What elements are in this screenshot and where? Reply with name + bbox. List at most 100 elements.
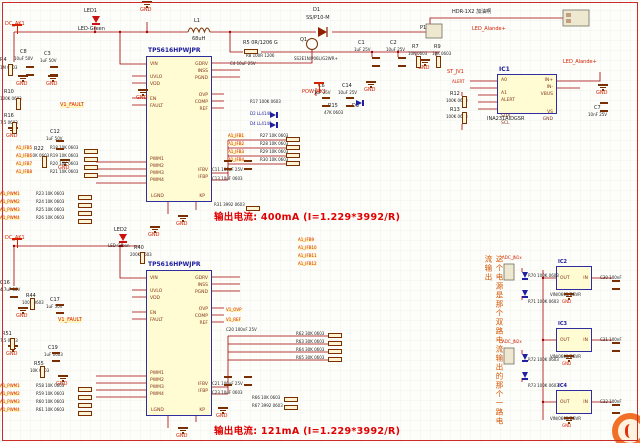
schematic-label: R12 xyxy=(450,91,460,97)
schematic-label: 10uF 25V xyxy=(338,90,358,95)
pin-label: PGND xyxy=(194,76,208,81)
pin-label: VDD xyxy=(150,296,161,301)
ic-ldo1[interactable]: OUT IN xyxy=(556,266,592,290)
schematic-label: 100K 0603 xyxy=(0,96,22,101)
schematic-label: 1uF 50V xyxy=(46,304,63,309)
schematic-label: A1_IFB10 xyxy=(298,245,317,250)
schematic-label: D1 xyxy=(313,7,321,13)
dio-symbol xyxy=(356,100,365,106)
pin-label: ALERT xyxy=(501,98,515,104)
schematic-label: GND xyxy=(136,95,148,101)
schematic-label: GND xyxy=(46,81,58,87)
res-symbol xyxy=(78,387,92,392)
cap-symbol xyxy=(322,97,330,107)
pin-label: PWM3 xyxy=(150,385,164,390)
schematic-label: C4 10uF 25V xyxy=(230,61,256,66)
pin-label: OVP xyxy=(198,93,208,98)
schematic-label: R25 10K 0603 xyxy=(36,207,65,212)
ic-regulator1-part: TP5616HPWJPR xyxy=(148,47,201,54)
pin-label: GND xyxy=(542,116,553,122)
schematic-label: R10 xyxy=(4,89,14,95)
pin-label: IFBP xyxy=(198,389,208,394)
schematic-label: V1_REF xyxy=(226,317,241,322)
schematic-label: C21 100uF 25V xyxy=(212,381,243,386)
gnd-symbol xyxy=(150,226,160,233)
schematic-label: R17 100K 0603 xyxy=(250,99,281,104)
gnd-symbol xyxy=(366,81,376,88)
pin-label: COMP xyxy=(194,100,208,105)
schematic-label: 1uF 25V xyxy=(314,90,331,95)
cap-symbol xyxy=(224,160,232,170)
pin-label: PWM1 xyxy=(150,157,164,162)
schematic-label: R67 3992 0603 xyxy=(252,403,283,408)
pin-label: IN xyxy=(583,400,588,405)
schematic-label: R5 0R/1206 G xyxy=(243,40,278,46)
pin-label: LGND xyxy=(151,194,164,199)
pin-label: REF xyxy=(199,321,208,326)
res-symbol xyxy=(78,203,92,208)
schematic-label: R31 3992 0603 xyxy=(214,202,245,207)
schematic-label: C17 xyxy=(50,297,60,303)
schematic-label: A1_PWM4 xyxy=(0,215,20,220)
cap-symbol xyxy=(372,57,380,67)
pwr-symbol xyxy=(314,82,324,92)
schematic-label: A1_PWM1 xyxy=(0,383,20,388)
res-symbol xyxy=(140,252,145,264)
schematic-label: C13 10uF 0603 xyxy=(212,176,243,181)
schematic-label: C19 xyxy=(48,345,58,351)
cap-symbol xyxy=(398,57,406,67)
connector-adc-jn2-symbol[interactable] xyxy=(503,347,515,365)
schematic-label: C14 xyxy=(342,83,352,89)
res-symbol xyxy=(78,195,92,200)
schematic-label: A1_PWM1 xyxy=(0,191,20,196)
cap-symbol xyxy=(612,280,620,290)
connector-p1-symbol[interactable] xyxy=(425,23,443,39)
schematic-label: 1uF 0603 xyxy=(44,352,63,357)
gnd-symbol xyxy=(598,84,608,91)
schematic-label: GND xyxy=(58,165,70,171)
schematic-label: GND xyxy=(596,90,608,96)
pin-label: EN xyxy=(150,97,157,102)
pin-label: VDD xyxy=(150,82,161,87)
pin-label: SCL xyxy=(501,120,510,126)
connector-hdr1x2-symbol[interactable] xyxy=(562,9,590,27)
schematic-label: R44 xyxy=(26,293,36,299)
pin-label: A0 xyxy=(501,78,507,83)
schematic-label: ST_JV1 xyxy=(447,69,464,75)
ic-regulator2-part: TP5616HPWJPR xyxy=(148,261,201,268)
schematic-label: 1uF 50V xyxy=(40,58,57,63)
pin-label: GDRV xyxy=(195,62,208,67)
schematic-label: R51 xyxy=(2,331,12,337)
connector-adc-jn1-symbol[interactable] xyxy=(503,263,515,281)
pin-label: A1 xyxy=(501,91,507,97)
pin-label: GDRV xyxy=(195,276,208,281)
schematic-label: GND xyxy=(216,413,228,419)
ic-ldo1-designator: IC2 xyxy=(558,259,568,265)
junction-dots xyxy=(12,30,545,404)
top-rail-wires xyxy=(13,17,563,65)
watermark-logo[interactable] xyxy=(612,413,640,443)
pin-label: OVP xyxy=(198,307,208,312)
schematic-label: GND xyxy=(6,351,18,357)
schematic-label: GND xyxy=(16,313,28,319)
ic-ldo3[interactable]: OUT IN xyxy=(556,390,592,414)
schematic-label: ALERT xyxy=(452,79,465,84)
schematic-label: C3 xyxy=(44,51,51,57)
res-symbol xyxy=(328,349,342,354)
gnd-symbol xyxy=(58,375,68,382)
ic-ldo2[interactable]: OUT IN xyxy=(556,328,592,352)
schematic-label: A1_IFB6 xyxy=(16,153,33,158)
schematic-label: A1_IFB3 xyxy=(228,149,245,154)
schematic-label: V1_FAULT xyxy=(58,317,82,323)
schematic-label: A1_PWM3 xyxy=(0,207,20,212)
gnd-symbol xyxy=(564,355,574,362)
schematic-label: A1_IFB7 xyxy=(16,161,33,166)
gnd-symbol xyxy=(138,89,148,96)
schematic-label: A1_PWM2 xyxy=(0,199,20,204)
schematic-label: R71 100K 0603 xyxy=(528,299,559,304)
schematic-label: R19 10K 0603 xyxy=(50,153,79,158)
